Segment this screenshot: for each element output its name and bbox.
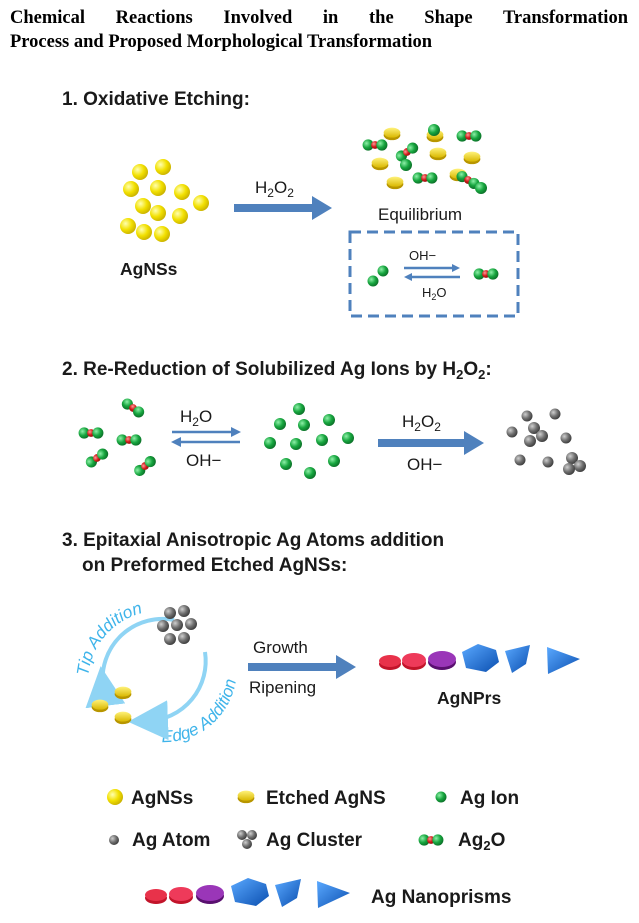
step3-arrow xyxy=(248,655,356,679)
title-line-1: Chemical Reactions Involved in the Shape… xyxy=(10,8,628,28)
step1-heading: 1. Oxidative Etching: xyxy=(62,89,250,110)
step2-arrow2-bottom: OH− xyxy=(407,455,443,474)
ripening-label: Ripening xyxy=(249,678,316,697)
tip-addition-arrow xyxy=(85,616,175,709)
agnprs-label: AgNPrs xyxy=(437,688,501,708)
box-top-label: OH− xyxy=(409,248,436,263)
legend: AgNSs Etched AgNS Ag Ion Ag Atom Ag Clus… xyxy=(107,788,519,908)
step2-arrow1-top: H2O xyxy=(180,407,212,429)
legend-ag2o-swatch xyxy=(418,834,444,846)
legend-etched-swatch xyxy=(237,790,255,804)
step2-arrow2 xyxy=(378,431,484,455)
legend-ag-atom: Ag Atom xyxy=(132,830,210,851)
ag-atom-group xyxy=(506,408,586,475)
etched-mixture xyxy=(362,124,487,194)
legend-agnss: AgNSs xyxy=(131,788,193,809)
legend-ag-cluster-swatch xyxy=(237,830,257,849)
legend-ag-atom-swatch xyxy=(109,835,119,845)
step3-heading-line1: 3. Epitaxial Anisotropic Ag Atoms additi… xyxy=(62,530,444,551)
legend-ag-cluster: Ag Cluster xyxy=(266,830,363,851)
legend-nanoprisms: Ag Nanoprisms xyxy=(371,887,511,908)
ag-cluster-step3 xyxy=(157,605,197,645)
legend-etched: Etched AgNS xyxy=(266,788,386,809)
ag2o-group xyxy=(78,396,159,479)
equilibrium-box-content: OH− H2O xyxy=(367,248,499,302)
title-line-2: Process and Proposed Morphological Trans… xyxy=(10,32,433,52)
step2-heading: 2. Re-Reduction of Solubilized Ag Ions b… xyxy=(62,359,492,382)
step2-arrow1-bottom: OH− xyxy=(186,451,222,470)
legend-ag-ion-swatch xyxy=(435,791,447,803)
step1-arrow-label: H2O2 xyxy=(255,178,294,200)
legend-agnss-swatch xyxy=(107,789,123,805)
legend-ag-ion: Ag Ion xyxy=(460,788,519,809)
ag-ion-group xyxy=(264,403,354,479)
growth-label: Growth xyxy=(253,638,308,657)
step1-arrow xyxy=(234,196,332,220)
legend-ag2o: Ag2O xyxy=(458,830,505,853)
edge-addition-arrow xyxy=(128,651,208,741)
figure-title: Chemical Reactions Involved in the Shape… xyxy=(10,6,628,54)
step3-heading-line2: on Preformed Etched AgNSs: xyxy=(82,555,347,576)
legend-nanoprisms-swatch xyxy=(145,878,350,908)
box-bottom-label: H2O xyxy=(422,285,447,302)
equilibrium-box xyxy=(348,230,520,318)
agnss-cluster xyxy=(120,159,209,242)
agnss-label: AgNSs xyxy=(120,259,178,279)
tip-addition-label: Tip Addition xyxy=(73,598,144,676)
equilibrium-label: Equilibrium xyxy=(378,205,462,224)
nanoprism-sequence xyxy=(379,644,580,674)
etched-agns-step3 xyxy=(91,686,132,725)
step2-arrow2-top: H2O2 xyxy=(402,412,441,434)
